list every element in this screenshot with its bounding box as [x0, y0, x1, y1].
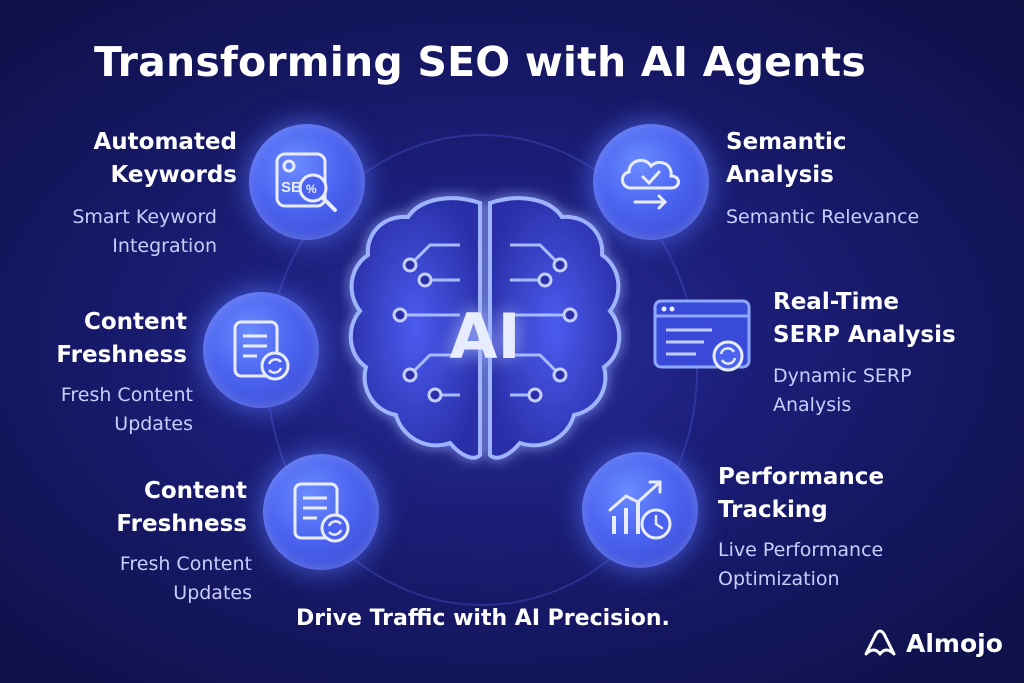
node-title-performance-tracking: Performance Tracking — [718, 464, 885, 523]
automated-keywords-node: SE % — [249, 124, 365, 240]
serp-analysis-node — [652, 298, 752, 376]
semantic-analysis-node — [593, 124, 709, 240]
document-refresh-icon — [293, 482, 350, 543]
svg-text:%: % — [306, 182, 317, 196]
cloud-check-icon — [621, 158, 680, 210]
node-title-content-freshness-2: Content Freshness — [116, 478, 247, 537]
node-subtitle-dynamic-serp: Dynamic SERP Analysis — [773, 365, 912, 416]
brand: Almojo — [862, 628, 1003, 658]
node-subtitle-smart-keyword: Smart Keyword Integration — [72, 206, 217, 257]
brain-circuit-icon — [348, 196, 622, 460]
node-title-serp-analysis: Real-Time SERP Analysis — [773, 289, 956, 348]
node-title-content-freshness: Content Freshness — [56, 309, 187, 368]
performance-tracking-node — [582, 452, 698, 568]
svg-text:SE: SE — [281, 179, 301, 196]
node-title-automated-keywords: Automated Keywords — [93, 129, 237, 188]
browser-refresh-icon — [653, 299, 751, 372]
center-ai-label: AI — [449, 300, 521, 373]
node-subtitle-fresh-content: Fresh Content Updates — [60, 384, 193, 435]
brand-name: Almojo — [906, 628, 1003, 658]
chart-clock-icon — [608, 480, 672, 540]
node-subtitle-live-performance: Live Performance Optimization — [718, 539, 884, 590]
content-freshness-node-2 — [263, 454, 379, 570]
node-subtitle-fresh-content-2: Fresh Content Updates — [119, 553, 252, 604]
document-refresh-icon — [233, 320, 290, 381]
node-subtitle-semantic-relevance: Semantic Relevance — [726, 206, 920, 228]
node-title-semantic-analysis: Semantic Analysis — [726, 129, 847, 188]
tagline: Drive Traffic with AI Precision. — [296, 606, 670, 631]
seo-magnifier-icon: SE % — [275, 152, 337, 212]
page-title: Transforming SEO with AI Agents — [94, 38, 866, 86]
almojo-logo-icon — [864, 629, 896, 656]
content-freshness-node — [203, 292, 319, 408]
